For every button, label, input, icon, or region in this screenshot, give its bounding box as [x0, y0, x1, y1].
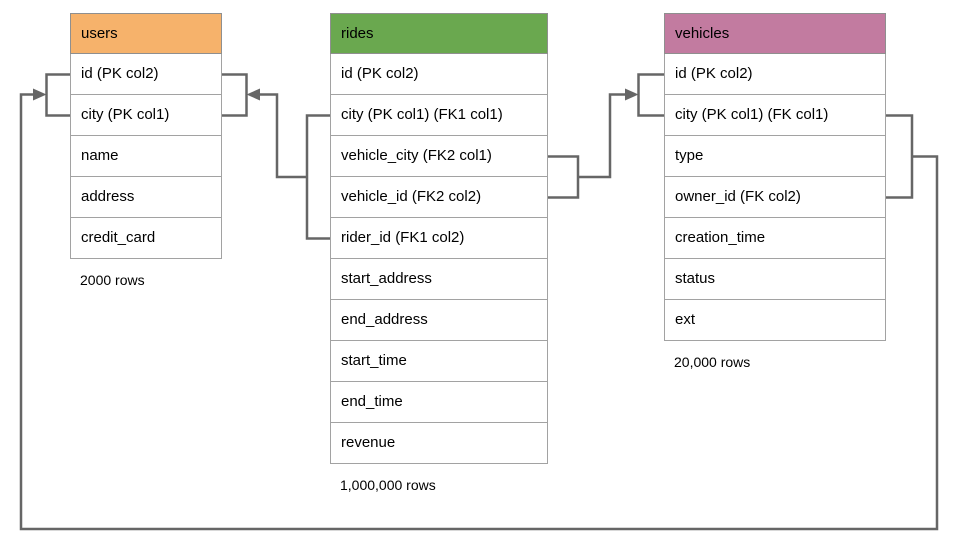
table-row: creation_time [664, 218, 886, 259]
table-vehicles: vehicles id (PK col2)city (PK col1) (FK … [664, 13, 886, 370]
table-row: status [664, 259, 886, 300]
table-row: id (PK col2) [664, 54, 886, 95]
row-count-label: 2000 rows [80, 272, 145, 288]
vehicles-users-arrowhead-icon [33, 88, 47, 101]
table-row: start_time [330, 341, 548, 382]
table-row: end_address [330, 300, 548, 341]
rides-users-connector [259, 93, 307, 179]
table-row: end_time [330, 382, 548, 423]
table-row: vehicle_city (FK2 col1) [330, 136, 548, 177]
table-header: users [70, 13, 222, 54]
rides-fk1-bracket-left [305, 114, 330, 240]
table-row: start_address [330, 259, 548, 300]
relationship-rides-vehicles [548, 73, 664, 199]
table-row: city (PK col1) (FK col1) [664, 95, 886, 136]
vehicles-pk-bracket-left [637, 73, 664, 117]
table-row: city (PK col1) [70, 95, 222, 136]
vehicles-users-connector [19, 93, 939, 531]
table-row: type [664, 136, 886, 177]
relationship-rides-users [222, 73, 330, 240]
table-header: vehicles [664, 13, 886, 54]
rides-fk2-bracket-right [548, 155, 580, 199]
table-row: revenue [330, 423, 548, 464]
rides-vehicles-arrowhead-icon [625, 88, 639, 101]
table-row: city (PK col1) (FK1 col1) [330, 95, 548, 136]
table-row: address [70, 177, 222, 218]
table-row: credit_card [70, 218, 222, 259]
table-columns: id (PK col2)city (PK col1) (FK col1)type… [664, 54, 886, 341]
table-row: id (PK col2) [70, 54, 222, 95]
row-count-label: 1,000,000 rows [340, 477, 436, 493]
users-pk-bracket-right [222, 73, 248, 117]
vehicles-fk-bracket-right [886, 114, 914, 199]
table-header: rides [330, 13, 548, 54]
table-row: ext [664, 300, 886, 341]
table-row: id (PK col2) [330, 54, 548, 95]
table-row: name [70, 136, 222, 177]
table-row: vehicle_id (FK2 col2) [330, 177, 548, 218]
rides-users-arrowhead-icon [246, 88, 260, 101]
table-columns: id (PK col2)city (PK col1) (FK1 col1)veh… [330, 54, 548, 464]
row-count-label: 20,000 rows [674, 354, 751, 370]
rides-vehicles-connector [578, 93, 626, 179]
table-rides: rides id (PK col2)city (PK col1) (FK1 co… [330, 13, 548, 493]
users-pk-bracket-left [45, 73, 70, 117]
table-row: owner_id (FK col2) [664, 177, 886, 218]
relationship-vehicles-users [19, 73, 939, 531]
table-row: rider_id (FK1 col2) [330, 218, 548, 259]
